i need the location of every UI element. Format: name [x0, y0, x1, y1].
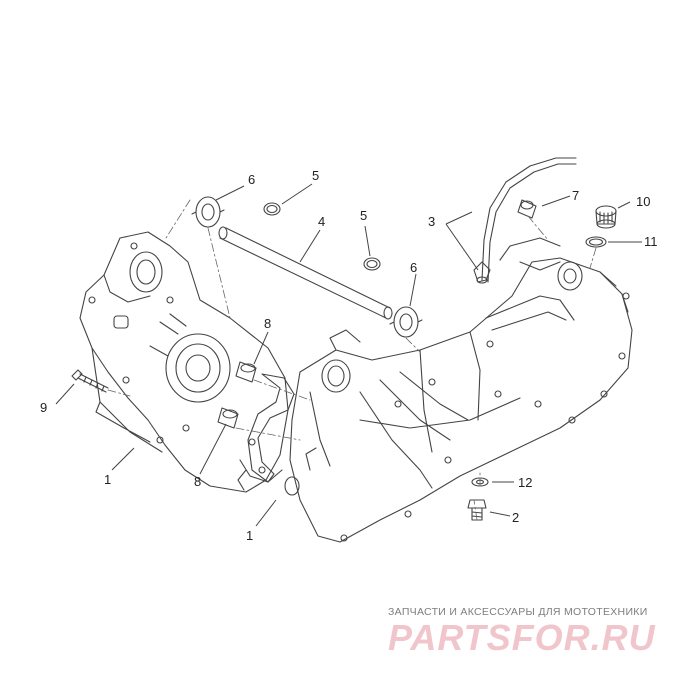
callout-2: 2 [512, 510, 519, 525]
watermark-logo: PARTSFOR.RU [388, 617, 656, 658]
callout-8-upper: 8 [264, 316, 271, 331]
bearing-right [389, 306, 423, 338]
callout-4: 4 [318, 214, 325, 229]
callout-1-left: 1 [104, 472, 111, 487]
breather-tube [473, 157, 577, 284]
filler-cap [595, 205, 617, 229]
drain-plug [467, 499, 487, 521]
o-ring [585, 236, 607, 248]
alignment-lines [107, 199, 597, 521]
callout-6-right: 6 [410, 260, 417, 275]
screw-9 [71, 369, 109, 393]
centring-pin-lower [217, 407, 239, 429]
callout-12: 12 [518, 475, 532, 490]
ring-seal-left [263, 202, 281, 216]
callout-9: 9 [40, 400, 47, 415]
callout-8-lower: 8 [194, 474, 201, 489]
ring-seal-right [363, 257, 381, 271]
centring-pin-upper [235, 361, 257, 383]
callout-5-right: 5 [360, 208, 367, 223]
callout-3: 3 [428, 214, 435, 229]
left-crankcase-half [79, 231, 300, 496]
callout-5-left: 5 [312, 168, 319, 183]
callout-6-left: 6 [248, 172, 255, 187]
shaft [218, 226, 393, 320]
callout-labels: 6 5 4 5 6 3 7 10 11 8 9 8 1 12 2 1 [40, 168, 658, 543]
callout-1-bottom: 1 [246, 528, 253, 543]
right-crankcase-half [289, 237, 633, 543]
watermark-tagline: ЗАПЧАСТИ И АКСЕССУАРЫ ДЛЯ МОТОТЕХНИКИ [388, 606, 648, 618]
selector-bracket [247, 373, 295, 483]
bearing-left [191, 196, 225, 228]
leader-lines [55, 183, 642, 527]
bushing [517, 199, 537, 219]
callout-7: 7 [572, 188, 579, 203]
callout-10: 10 [636, 194, 650, 209]
callout-11: 11 [644, 234, 658, 249]
